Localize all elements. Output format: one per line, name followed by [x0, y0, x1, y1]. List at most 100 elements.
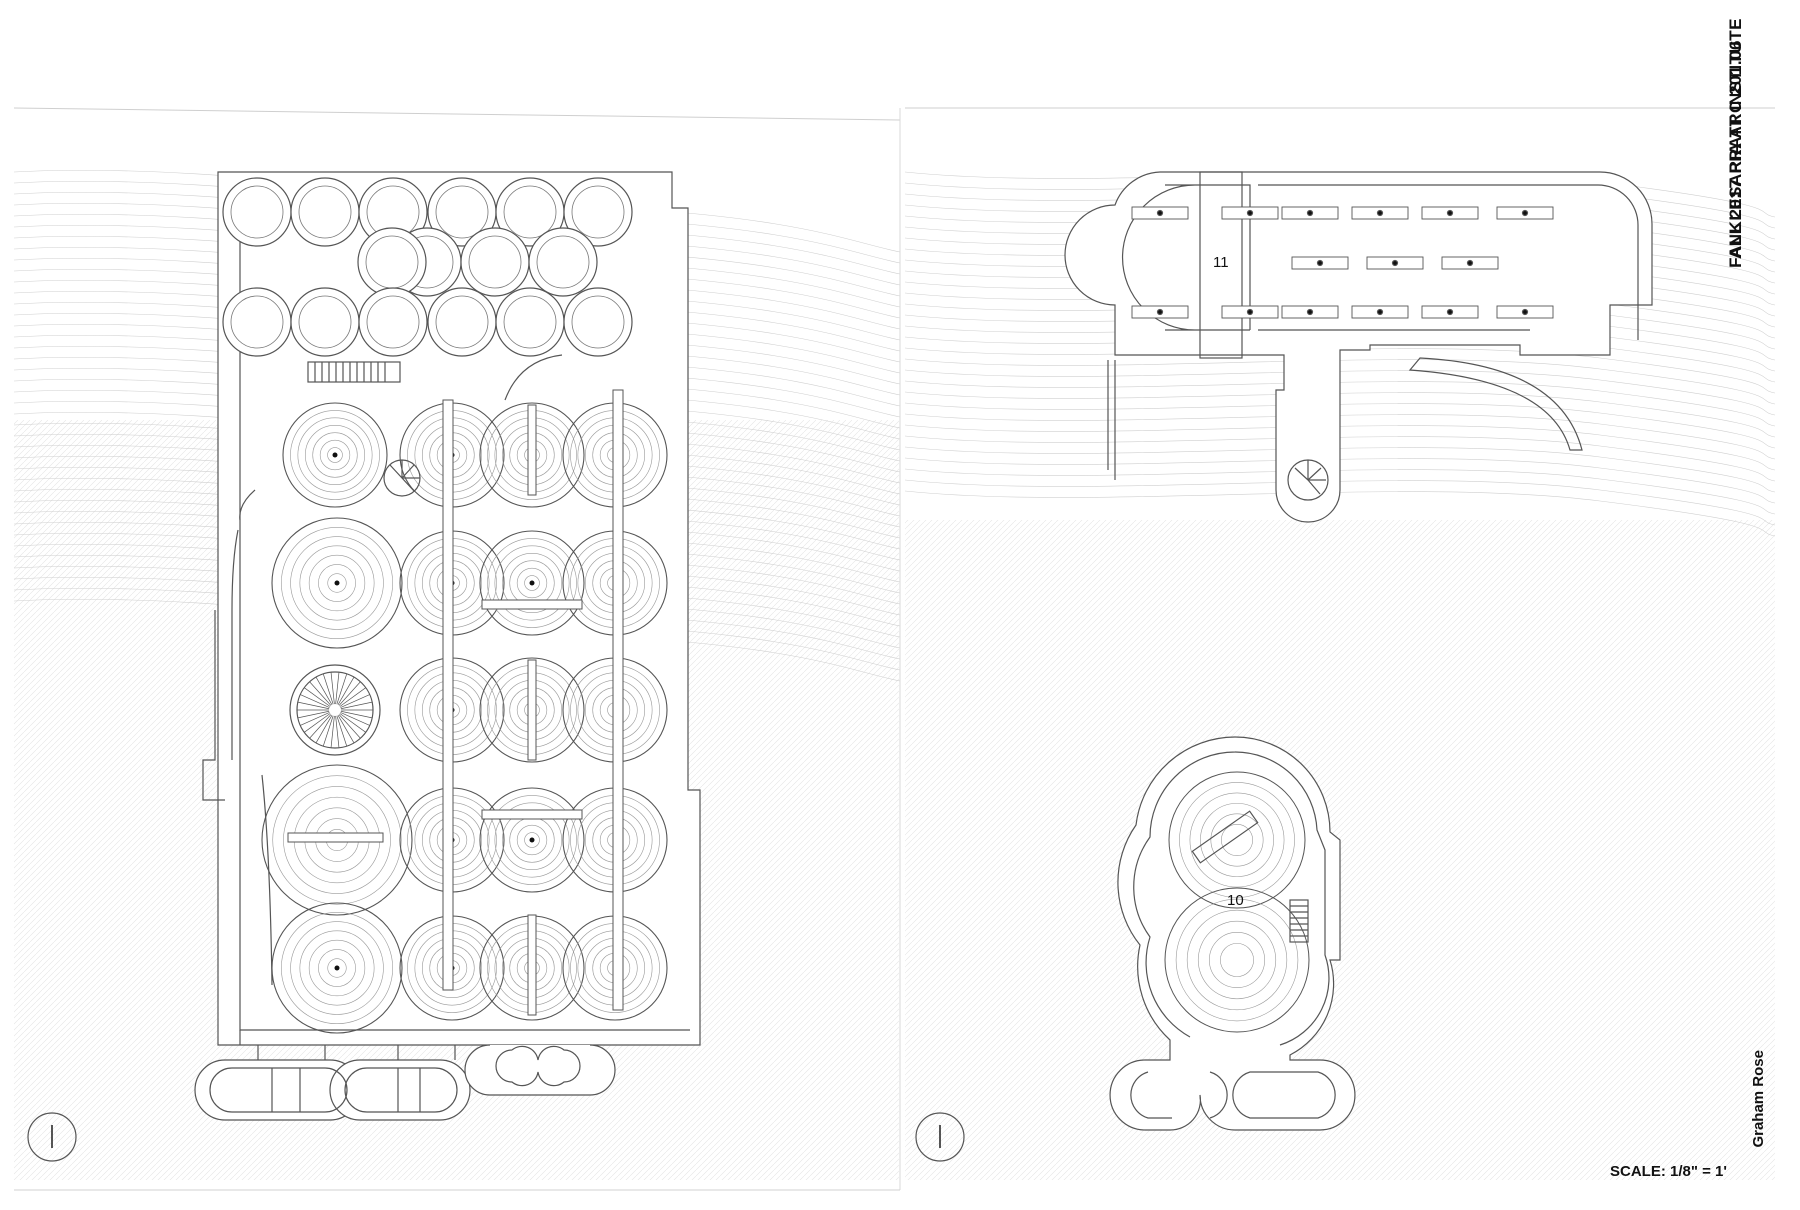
contour-line — [904, 435, 1776, 482]
rotunda-ring — [319, 439, 351, 471]
room-number-11: 11 — [1213, 254, 1229, 271]
tank-inner — [435, 295, 489, 349]
column-dot — [1466, 259, 1474, 267]
rotunda-ring — [290, 410, 380, 500]
spiral-step — [330, 672, 335, 705]
room-11-furniture — [1131, 206, 1554, 319]
rotunda-ring — [479, 657, 585, 763]
contour-line — [904, 424, 1776, 471]
rotunda-ring — [280, 911, 394, 1025]
room-10-rotundas — [1164, 771, 1310, 1033]
spiral-step — [336, 715, 348, 747]
title-line-2: ANKLESARIA ARC 201.06 — [1726, 40, 1745, 259]
rotunda-ring — [1221, 824, 1253, 856]
north-arrow-right — [915, 1112, 965, 1162]
spiral-step — [297, 710, 330, 719]
column-dot — [1376, 308, 1384, 316]
spiral-step — [335, 715, 340, 748]
beam — [527, 914, 537, 1016]
rotunda-ring — [261, 764, 413, 916]
rotunda-ring — [312, 432, 358, 478]
column-dot — [1446, 308, 1454, 316]
tank-inner — [230, 295, 284, 349]
rotunda-ring — [479, 787, 585, 893]
tank-circles-top — [222, 177, 633, 357]
scale-label: SCALE: 1/8" = 1' — [1610, 1163, 1727, 1180]
beam — [527, 404, 537, 496]
beam — [481, 809, 583, 820]
spiral-step — [337, 676, 355, 705]
tank-circle — [222, 287, 292, 357]
column-dot — [1521, 209, 1529, 217]
bottom-lobes-left — [194, 1030, 471, 1121]
spiral-step — [340, 710, 373, 719]
spiral-step — [304, 713, 331, 733]
column-dot — [529, 580, 535, 586]
spiral-step — [338, 714, 361, 739]
rotunda-ring — [1175, 898, 1299, 1022]
room-11-curved-ramp — [1408, 357, 1583, 451]
tank-inner — [230, 185, 284, 239]
column-dot — [1376, 209, 1384, 217]
tank-inner — [571, 185, 625, 239]
rotunda-ring — [479, 402, 585, 508]
tank-circle — [290, 287, 360, 357]
contour-line — [904, 479, 1776, 526]
column-dot — [1156, 209, 1164, 217]
rotunda-ring — [1200, 803, 1274, 877]
spiral-step — [297, 701, 330, 710]
column-dot — [1306, 308, 1314, 316]
rotunda-ring — [308, 939, 366, 997]
west-curved-wall — [239, 489, 273, 986]
contour-line — [904, 457, 1776, 504]
rotunda-ring — [318, 949, 356, 987]
rotunda-ring — [1197, 920, 1277, 1000]
column-dot — [1306, 209, 1314, 217]
rotunda-ring — [290, 921, 384, 1015]
rotunda-ring — [1186, 909, 1288, 1011]
spiral-step — [309, 681, 332, 706]
tank-inner — [435, 185, 489, 239]
beam — [527, 659, 537, 761]
spiral-step — [337, 715, 355, 744]
spiral-step — [339, 713, 366, 733]
room-10-outer-wall — [1109, 736, 1356, 1131]
rotunda-ring — [1209, 932, 1265, 988]
contour-line — [904, 391, 1776, 438]
contour-line — [904, 358, 1776, 405]
room-number-10: 10 — [1227, 892, 1244, 909]
rotunda-ring — [327, 447, 343, 463]
contour-line — [904, 446, 1776, 493]
tank-inner — [366, 295, 420, 349]
spiral-step — [340, 694, 370, 708]
spiral-step — [340, 712, 370, 726]
column-dot — [1316, 259, 1324, 267]
spiral-step — [322, 673, 334, 705]
column-dot — [1521, 308, 1529, 316]
rotunda-ring — [494, 545, 570, 621]
left-floor-plan — [27, 171, 701, 1162]
contour-line — [904, 380, 1776, 427]
rotunda-ring — [299, 545, 375, 621]
beam — [442, 399, 454, 991]
spiral-step — [335, 672, 340, 705]
rotunda-ring — [272, 775, 402, 905]
contour-line — [904, 468, 1776, 515]
rotunda-ring — [494, 802, 570, 878]
west-wall-strip — [202, 529, 239, 801]
contour-line — [904, 402, 1776, 449]
tank-inner — [298, 185, 352, 239]
spiral-step — [304, 687, 331, 707]
tank-inner — [536, 235, 590, 289]
tank-circle — [495, 287, 565, 357]
title-block: FALL 2017 PRATT INSTITUTE ANKLESARIA ARC… — [1726, 18, 1786, 318]
room-11-inner-wall — [1121, 184, 1639, 340]
tank-inner — [298, 295, 352, 349]
rotunda-ring — [318, 564, 356, 602]
room-11-spiral-stair — [1287, 459, 1329, 501]
column-dot — [1246, 308, 1254, 316]
author-name: Graham Rose — [1750, 1050, 1767, 1148]
rotunda-ring — [304, 424, 366, 486]
column-dot — [332, 452, 338, 458]
